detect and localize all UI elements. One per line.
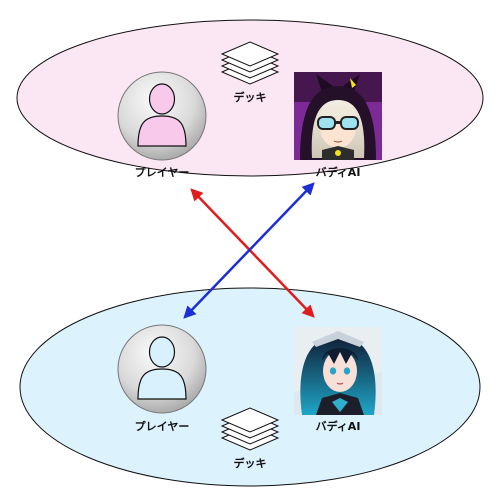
- top-player-label: プレイヤー: [135, 165, 190, 179]
- bottom-deck-icon: [220, 407, 280, 451]
- bottom-buddy-avatar: [294, 327, 382, 415]
- bottom-player-label: プレイヤー: [135, 419, 190, 433]
- blue-arrow: [183, 182, 315, 319]
- bottom-buddy-label: バディAI: [316, 419, 361, 433]
- top-buddy-label: バディAI: [316, 165, 361, 179]
- top-deck-label: デッキ: [234, 90, 267, 104]
- bottom-group: プレイヤー バディAI デ: [19, 287, 481, 487]
- top-group: デッキ プレイヤー: [16, 19, 484, 179]
- bottom-player-icon: [117, 324, 207, 414]
- top-deck-icon: [220, 41, 280, 85]
- top-player-icon: [117, 71, 207, 161]
- bottom-deck-label: デッキ: [234, 456, 267, 470]
- top-buddy-avatar: [294, 72, 382, 160]
